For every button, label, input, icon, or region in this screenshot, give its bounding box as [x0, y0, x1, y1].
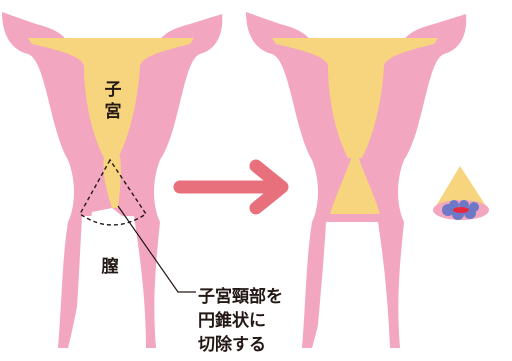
uterus-label-1: 子: [105, 80, 122, 100]
right-arrow-icon: [180, 166, 282, 208]
caption-line-3: 切除する: [198, 334, 266, 355]
procedure-caption: 子宮頸部を 円錐状に 切除する: [198, 286, 283, 355]
vagina-canal: [74, 216, 146, 348]
caption-line-2: 円錐状に: [198, 310, 266, 331]
uterus-before: 子 宮 膣: [2, 12, 222, 348]
vagina-label: 膣: [102, 256, 119, 277]
excised-cone: [433, 166, 489, 220]
caption-line-1: 子宮頸部を: [198, 286, 283, 307]
uterus-label-2: 宮: [105, 101, 122, 122]
vagina-canal-after: [316, 222, 390, 348]
